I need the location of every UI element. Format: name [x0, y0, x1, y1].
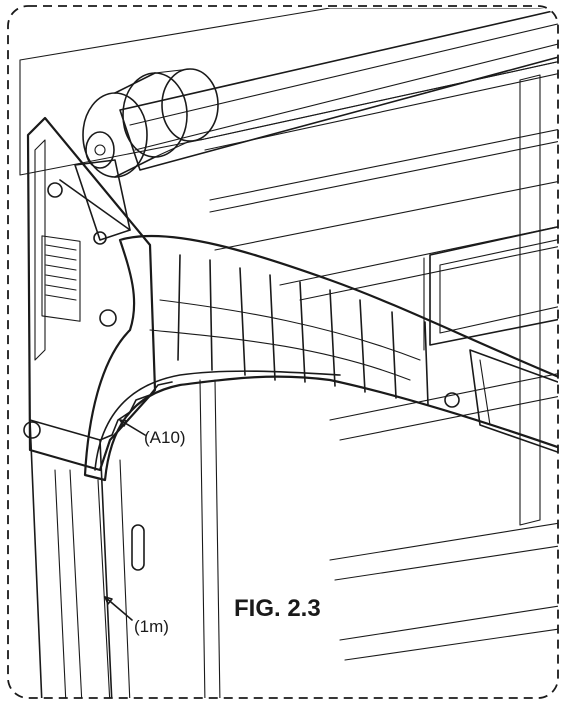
vertical-track: [29, 419, 145, 698]
bolt: [99, 309, 117, 327]
figure-caption: FIG. 2.3: [234, 595, 321, 622]
bolt: [23, 421, 41, 439]
callout-bracket-label: (A10): [144, 428, 186, 447]
bracket-ribs: [149, 254, 429, 406]
bolt: [47, 182, 63, 198]
bracket-arm: [83, 234, 558, 482]
caption-backdrop: [228, 590, 348, 624]
header-mounting-plate: [23, 116, 460, 472]
callout-leaders: [104, 419, 146, 621]
detail-frame: [7, 5, 559, 699]
callout-track-label: (1m): [134, 617, 169, 636]
bolt: [444, 392, 460, 408]
warning-label: [41, 235, 81, 322]
door-panels: [19, 8, 558, 698]
torsion-spring-tube: [82, 8, 558, 178]
